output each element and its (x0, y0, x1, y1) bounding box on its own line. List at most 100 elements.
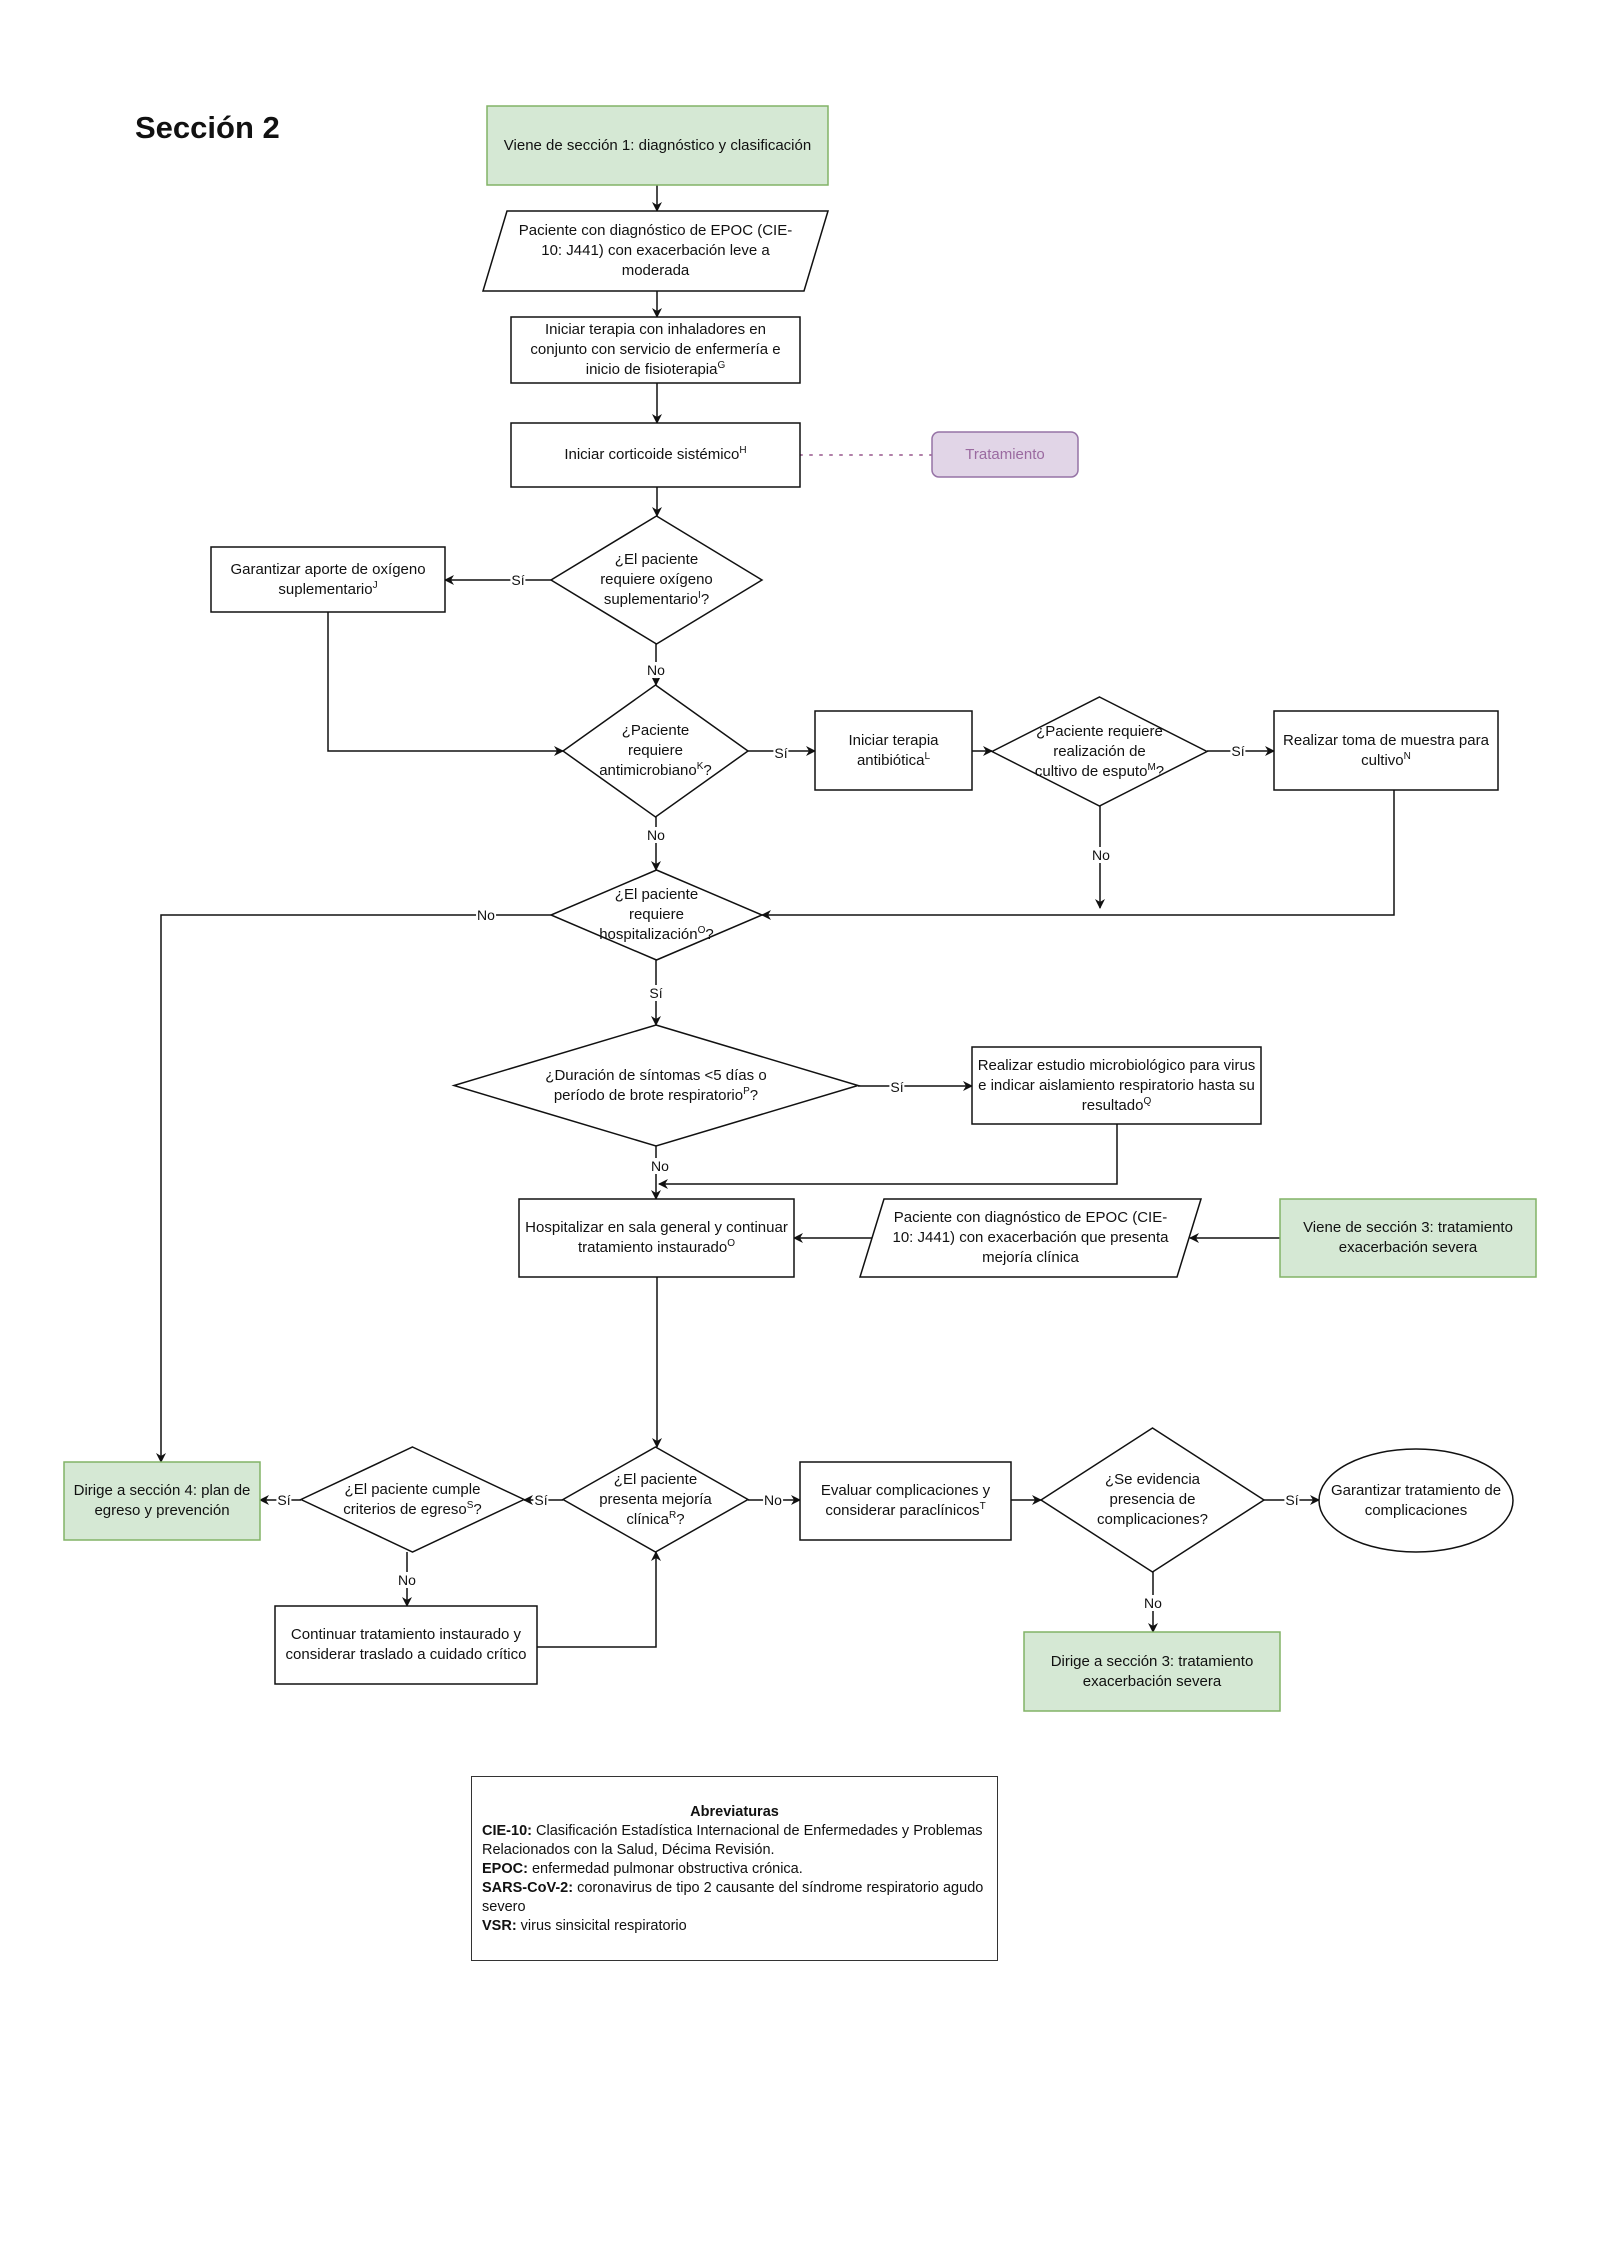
node-text: Tratamiento (965, 445, 1045, 463)
edge-label-no: No (476, 907, 496, 923)
abbreviation-item: EPOC: enfermedad pulmonar obstructiva cr… (482, 1860, 987, 1879)
inhalers-node: Iniciar terapia con inhaladores en conju… (511, 317, 800, 383)
node-text-tail: ? (1155, 762, 1165, 780)
node-text: Evaluar complicaciones y considerar para… (820, 1482, 991, 1519)
node-label: ¿Paciente requiere antimicrobianoK? (598, 721, 712, 781)
abbreviation-def: Clasificación Estadística Internacional … (482, 1823, 983, 1858)
continue-node: Continuar tratamiento instaurado y consi… (275, 1606, 537, 1684)
node-text: Viene de sección 3: tratamiento exacerba… (1303, 1219, 1513, 1256)
edge-label-no: No (1143, 1595, 1163, 1611)
reference-superscript: M (1147, 761, 1156, 773)
reference-superscript: R (668, 1509, 677, 1521)
reference-superscript: G (717, 360, 726, 371)
microbio-shape (971, 1046, 1262, 1125)
node-text: Iniciar terapia con inhaladores en conju… (530, 321, 781, 378)
patient-shape (481, 210, 830, 292)
treatment-tag-node: Tratamiento (932, 432, 1078, 477)
node-label: ¿El paciente requiere hospitalizaciónO? (591, 885, 722, 945)
abbreviations-title: Abreviaturas (690, 1804, 779, 1820)
edge-label-si: Sí (533, 1492, 549, 1508)
node-label: Viene de sección 1: diagnóstico y clasif… (504, 136, 811, 156)
node-text: Iniciar corticoide sistémico (564, 446, 740, 463)
edge-label-no: No (646, 662, 666, 678)
node-label: Iniciar corticoide sistémicoH (564, 445, 746, 465)
start-node: Viene de sección 1: diagnóstico y clasif… (487, 106, 828, 185)
q-sputum-shape (990, 696, 1209, 807)
abbreviation-item: VSR: virus sinsicital respiratorio (482, 1917, 987, 1936)
edge-label-si: Sí (648, 985, 664, 1001)
node-text: Dirige a sección 4: plan de egreso y pre… (73, 1482, 251, 1519)
to-s4-shape (63, 1461, 261, 1541)
node-label: Garantizar aporte de oxígeno suplementar… (215, 560, 441, 600)
reference-superscript: Q (1143, 1095, 1152, 1107)
patient-node: Paciente con diagnóstico de EPOC (CIE-10… (509, 211, 802, 291)
node-label: Garantizar tratamiento de complicaciones (1329, 1481, 1503, 1521)
q-antimicrobial-shape (561, 684, 750, 818)
reference-superscript: O (697, 925, 706, 936)
to-s3-node: Dirige a sección 3: tratamiento exacerba… (1024, 1632, 1280, 1711)
edge-label-no: No (1091, 847, 1111, 863)
patient2-shape (858, 1198, 1203, 1278)
reference-superscript: J (372, 579, 378, 591)
q-duration-node: ¿Duración de síntomas <5 días o período … (523, 1025, 790, 1146)
abbreviation-term: SARS-CoV-2: (482, 1880, 574, 1896)
treat-compl-node: Garantizar tratamiento de complicaciones (1325, 1449, 1507, 1552)
node-label: Continuar tratamiento instaurado y consi… (279, 1625, 533, 1665)
antibiotic-shape (814, 710, 973, 791)
hospitalize-shape (518, 1198, 795, 1278)
connector-arrow (327, 612, 564, 756)
node-text: Continuar tratamiento instaurado y consi… (285, 1626, 527, 1663)
q-hospital-shape (549, 869, 764, 961)
node-label: Dirige a sección 4: plan de egreso y pre… (68, 1481, 256, 1521)
microbio-node: Realizar estudio microbiológico para vir… (972, 1047, 1261, 1124)
edge-label-si: Sí (1284, 1492, 1300, 1508)
q-hospital-node: ¿El paciente requiere hospitalizaciónO? (587, 870, 726, 960)
node-text-tail: ? (705, 926, 714, 943)
node-label: Iniciar terapia antibióticaL (819, 731, 968, 771)
edge-label-si: Sí (889, 1079, 905, 1095)
q-sputum-node: ¿Paciente requiere realización de cultiv… (1029, 697, 1171, 806)
q-duration-shape (451, 1024, 861, 1147)
to-s4-node: Dirige a sección 4: plan de egreso y pre… (64, 1462, 260, 1540)
node-label: Paciente con diagnóstico de EPOC (CIE-10… (513, 221, 798, 281)
node-text: ¿Paciente requiere antimicrobiano (599, 722, 697, 779)
connector-arrow (658, 1124, 1118, 1189)
node-text-tail: ? (473, 1500, 482, 1518)
node-label: Hospitalizar en sala general y continuar… (523, 1218, 790, 1258)
connector-arrow (156, 914, 551, 1463)
section-title: Sección 2 (135, 110, 280, 145)
edge-label-no: No (397, 1572, 417, 1588)
node-label: Iniciar terapia con inhaladores en conju… (515, 320, 796, 380)
reference-superscript: L (924, 750, 931, 762)
culture-node: Realizar toma de muestra para cultivoN (1274, 711, 1498, 790)
abbreviation-term: CIE-10: (482, 1823, 532, 1839)
node-label: ¿El paciente requiere oxígeno suplementa… (591, 550, 722, 610)
node-label: ¿Paciente requiere realización de cultiv… (1033, 722, 1167, 782)
q-improve-node: ¿El paciente presenta mejoría clínicaR? (594, 1447, 716, 1552)
edge-label-si: Sí (773, 745, 789, 761)
corticoid-node: Iniciar corticoide sistémicoH (511, 423, 800, 487)
inhalers-shape (510, 316, 801, 384)
node-label: ¿Duración de síntomas <5 días o período … (527, 1066, 786, 1106)
connector-arrow (537, 1551, 661, 1648)
edge-label-si: Sí (510, 572, 526, 588)
node-text: Garantizar tratamiento de complicaciones (1330, 1481, 1502, 1519)
oxygen-node: Garantizar aporte de oxígeno suplementar… (211, 547, 445, 612)
node-text: Iniciar terapia antibiótica (848, 731, 939, 769)
treatment-tag-shape (931, 431, 1079, 478)
node-label: Tratamiento (965, 445, 1044, 465)
edge-label-si: Sí (276, 1492, 292, 1508)
abbreviation-item: CIE-10: Clasificación Estadística Intern… (482, 1822, 987, 1860)
abbreviation-def: coronavirus de tipo 2 causante del síndr… (482, 1880, 984, 1915)
antibiotic-node: Iniciar terapia antibióticaL (815, 711, 972, 790)
q-antimicrobial-node: ¿Paciente requiere antimicrobianoK? (594, 685, 716, 817)
corticoid-shape (510, 422, 801, 488)
abbreviations-box: Abreviaturas CIE-10: Clasificación Estad… (471, 1776, 998, 1961)
node-text: ¿Paciente requiere realización de cultiv… (1034, 722, 1163, 780)
abbreviation-term: EPOC: (482, 1861, 528, 1877)
node-text-tail: ? (700, 591, 710, 608)
from-s3-node: Viene de sección 3: tratamiento exacerba… (1280, 1199, 1536, 1277)
from-s3-shape (1279, 1198, 1537, 1278)
reference-superscript: K (696, 761, 704, 772)
